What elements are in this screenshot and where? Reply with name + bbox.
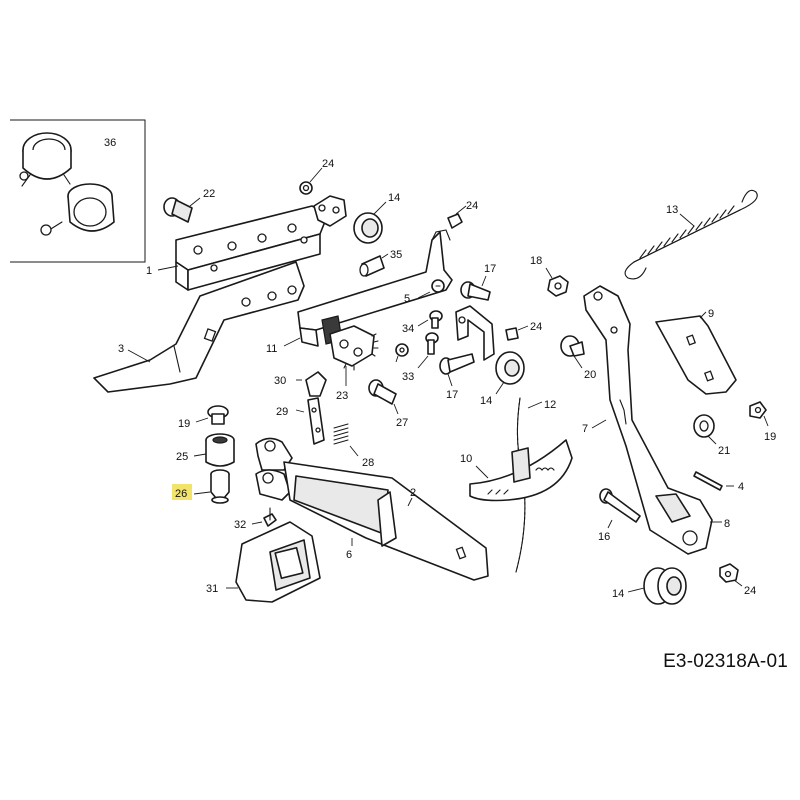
callout-17-lower: 17 [446,389,458,401]
callout-20: 20 [584,369,596,381]
part-21-bushing: 21 [693,414,730,457]
callout-14-top: 14 [388,192,400,204]
part-24-nut-mid: 24 [447,200,478,229]
callout-17-upper: 17 [484,263,496,275]
callout-31: 31 [206,583,218,595]
callout-29: 29 [276,406,288,418]
part-8-label: 8 [710,518,730,530]
part-14-pulley-top: 14 [353,192,400,244]
callout-28: 28 [362,457,374,469]
part-9-plate: 9 [655,308,737,395]
inset-frame [10,119,146,263]
inset-part-36: 36 [10,119,146,263]
part-18-nut: 18 [530,255,569,297]
part-10-ratchet-segment: 10 [460,439,573,502]
callout-23: 23 [336,390,348,402]
part-17-bolt-lower: 17 [439,353,475,401]
part-24-nut-top: 24 [299,158,334,195]
part-13-spring: 13 [624,189,758,280]
callout-9: 9 [708,308,714,320]
part-17-bolt-upper: 17 [460,263,496,301]
callout-24-bottom: 24 [744,585,756,597]
callout-36: 36 [104,137,116,149]
callout-8: 8 [724,518,730,530]
part-26-pin: 26 [172,469,230,504]
part-pivot-bracket [455,305,495,361]
clamp-closed-drawing [19,132,72,187]
callout-19-left: 19 [178,418,190,430]
part-7-arm: 7 [582,285,713,555]
part-11-lever-plate: 11 [266,229,453,355]
callout-27: 27 [396,417,408,429]
part-19-screw-left: 19 [178,405,229,430]
part-14-pulley-bottom: 14 [612,567,687,605]
callout-21: 21 [718,445,730,457]
callout-11: 11 [266,343,277,355]
callout-7: 7 [582,423,588,435]
part-25-bushing: 25 [176,433,235,467]
part-16-bolt: 16 [598,488,641,543]
callout-22: 22 [203,188,215,200]
callout-14-bottom: 14 [612,588,624,600]
part-14-pulley-mid: 14 [480,351,525,407]
clamp-open-drawing [40,183,115,236]
part-24-nut-bottom: 24 [719,563,756,597]
part-20-bushing: 20 [560,335,596,381]
callout-3: 3 [118,343,124,355]
callout-5: 5 [404,293,410,305]
callout-32: 32 [234,519,246,531]
part-5-screw: 5 [404,279,445,305]
drawing-code: E3-02318A-01 [663,651,788,672]
callout-25: 25 [176,451,188,463]
callout-14-mid: 14 [480,395,492,407]
part-33-bolt: 33 [402,332,439,383]
callout-2: 2 [410,487,416,499]
part-27-bolt: 27 [368,379,408,429]
callout-10: 10 [460,453,472,465]
part-3-blade: 3 [93,261,305,393]
callout-34: 34 [402,323,414,335]
callout-4: 4 [738,481,744,493]
part-30-clip: 30 [274,371,327,397]
callout-6: 6 [346,549,352,561]
part-22-bolt: 22 [163,188,215,223]
callout-16: 16 [598,531,610,543]
callout-24-mid: 24 [466,200,478,212]
part-19-nut-right: 19 [749,401,776,443]
part-29-pawl: 29 [276,397,325,445]
callout-12: 12 [544,399,556,411]
part-1-bracket: 1 [146,205,329,291]
callout-24-top: 24 [322,158,334,170]
part-6-handle-yoke: 6 2 [255,437,489,581]
part-31-knob: 31 [206,521,321,603]
part-24-nut-left [395,343,409,363]
part-23-ratchet-plate: 23 [329,325,379,402]
part-bracket-tab [313,195,347,227]
part-4-pin: 4 [693,471,744,493]
callout-33: 33 [402,371,414,383]
part-34-bolt: 34 [402,310,443,335]
highlight-26 [172,484,192,500]
callout-1: 1 [146,265,152,277]
part-24-nut-right: 24 [505,321,542,341]
callout-26: 26 [175,488,187,500]
part-32-screw: 32 [234,507,277,531]
callout-30: 30 [274,375,286,387]
callout-18: 18 [530,255,542,267]
callout-19-right: 19 [764,431,776,443]
callout-35: 35 [390,249,402,261]
part-35-spacer: 35 [359,249,402,277]
callout-13: 13 [666,204,678,216]
part-28-spring: 28 [333,423,374,469]
callout-24-right: 24 [530,321,542,333]
